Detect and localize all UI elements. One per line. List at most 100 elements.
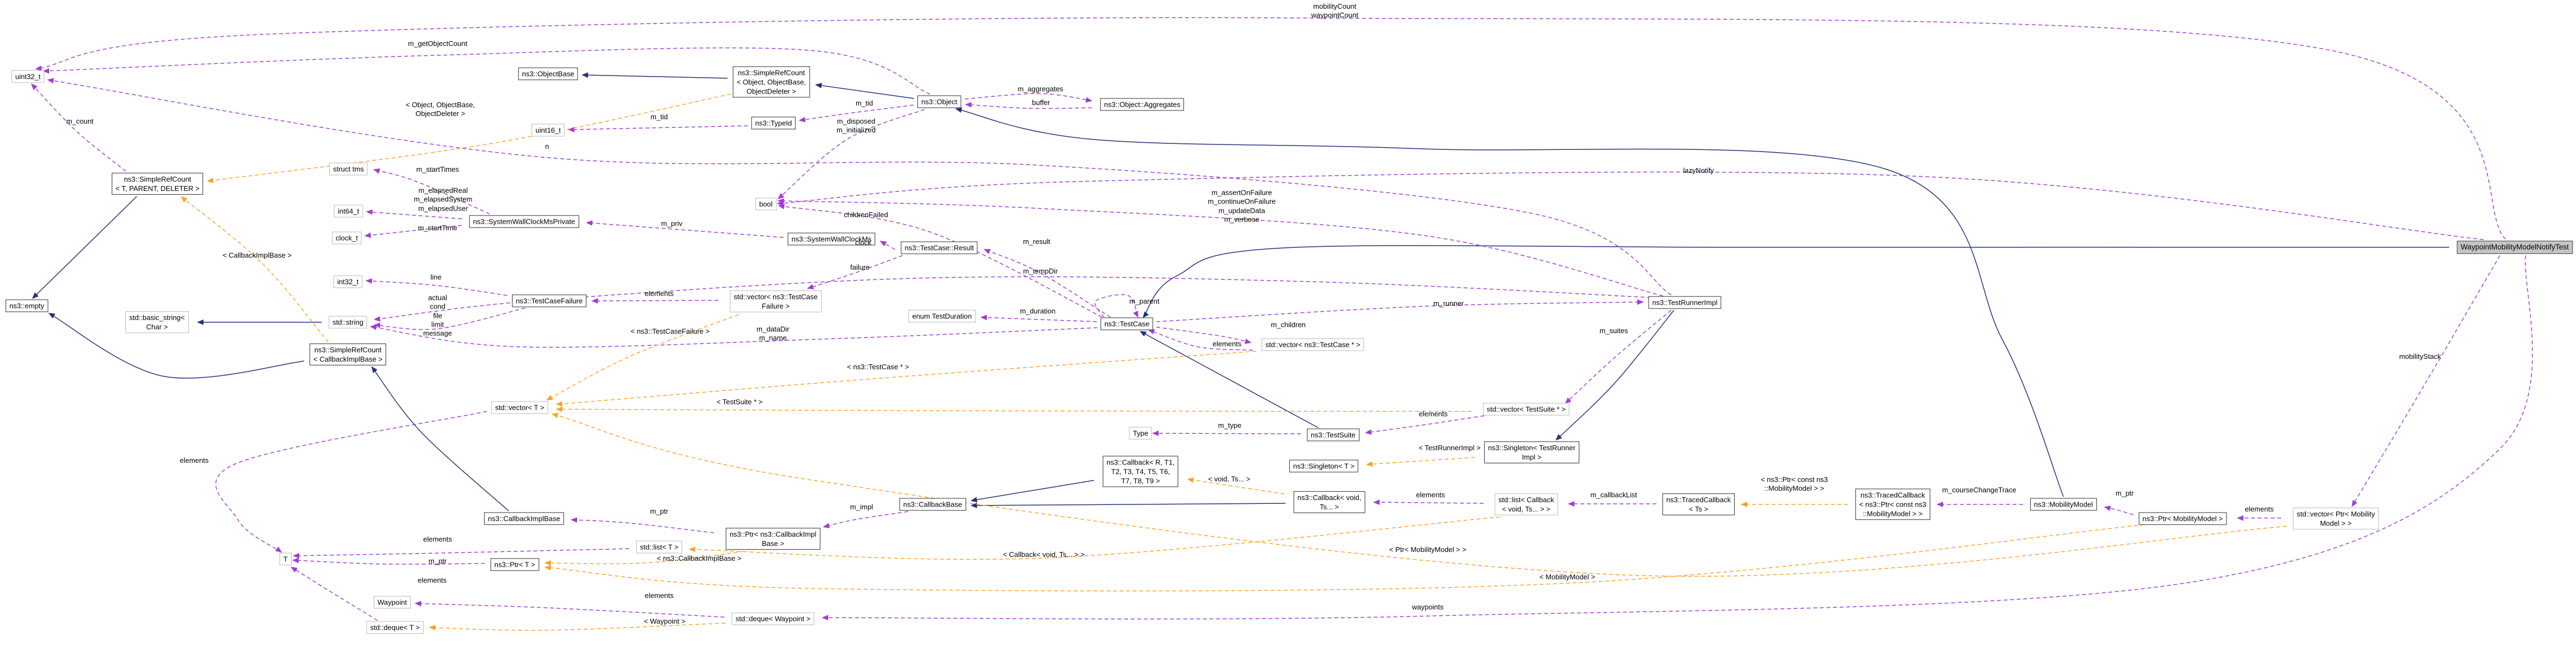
- node-bool[interactable]: bool: [755, 197, 777, 211]
- member-elements-dequewp: [415, 601, 725, 618]
- member-waypoints: [822, 255, 2533, 620]
- member-m_children: [1156, 327, 1252, 344]
- inherit-srccib-empty: [48, 313, 305, 379]
- node-singleton-t[interactable]: ns3::Singleton< T >: [1289, 460, 1359, 473]
- member-elements-listcb: [1373, 499, 1484, 505]
- node-empty[interactable]: ns3::empty: [5, 299, 48, 312]
- node-int32[interactable]: int32_t: [333, 275, 363, 288]
- node-singleton-tri[interactable]: ns3::Singleton< TestRunner Impl >: [1484, 441, 1579, 464]
- member-m_result: [984, 249, 1111, 318]
- node-wmmnt[interactable]: WaypointMobilityModelNotifyTest: [2457, 241, 2573, 254]
- node-type[interactable]: Type: [1129, 427, 1153, 440]
- node-stdstring[interactable]: std::string: [328, 316, 368, 329]
- node-typeid[interactable]: ns3::TypeId: [751, 117, 796, 130]
- node-ptr-cib[interactable]: ns3::Ptr< ns3::CallbackImpl Base >: [725, 527, 821, 550]
- node-callback-r[interactable]: ns3::Callback< R, T1, T2, T3, T4, T5, T6…: [1102, 456, 1179, 487]
- member-n: [47, 78, 1672, 295]
- node-testcase[interactable]: ns3::TestCase: [1100, 317, 1154, 330]
- node-tcf[interactable]: ns3::TestCaseFailure: [511, 294, 587, 307]
- node-ptr-mm[interactable]: ns3::Ptr< MobilityModel >: [2138, 512, 2227, 525]
- template-vects: [556, 406, 1472, 412]
- member-m_ptr-t: [292, 557, 485, 565]
- inherit-wmmnt-testcase: [1142, 245, 2450, 318]
- member-m_startTimes: [373, 168, 490, 214]
- node-testsuite[interactable]: ns3::TestSuite: [1307, 428, 1359, 441]
- member-m_dataDir: [370, 324, 1111, 348]
- node-list-callback[interactable]: std::list< Callback < void, Ts... > >: [1495, 493, 1558, 516]
- member-m_runner: [1156, 299, 1644, 322]
- node-deque-wp[interactable]: std::deque< Waypoint >: [731, 612, 815, 625]
- member-clock: [880, 241, 896, 250]
- inherit-mobilitymodel-object: [955, 107, 2064, 497]
- inherit-callbackvoid-callbackbase: [970, 502, 1286, 508]
- node-cib[interactable]: ns3::CallbackImplBase: [484, 512, 565, 525]
- node-src-tpd[interactable]: ns3::SimpleRefCount < T, PARENT, DELETER…: [112, 172, 203, 195]
- member-elements-vectort: [215, 411, 487, 553]
- member-elements-dequet: [290, 566, 378, 621]
- member-elements-vectc: [1148, 329, 1253, 351]
- node-list-t[interactable]: std::list< T >: [636, 541, 683, 554]
- inherit-testsuite-testcase: [1139, 331, 1319, 428]
- node-callbackbase[interactable]: ns3::CallbackBase: [899, 498, 966, 511]
- member-m_tid-object: [799, 104, 914, 123]
- node-uint16[interactable]: uint16_t: [531, 124, 565, 137]
- inherit-object-srcobj: [815, 83, 915, 99]
- member-m_elapsed: [366, 209, 462, 219]
- member-m_type: [1152, 431, 1301, 437]
- member-actual: [374, 307, 526, 330]
- node-objectbase[interactable]: ns3::ObjectBase: [518, 67, 578, 80]
- node-vector-t[interactable]: std::vector< T >: [491, 401, 548, 414]
- node-vec-tcf[interactable]: std::vector< ns3::TestCase Failure >: [730, 290, 822, 313]
- node-ptr-t[interactable]: ns3::Ptr< T >: [490, 558, 539, 571]
- member-childrenFailed: [778, 204, 1108, 321]
- member-failure: [807, 255, 903, 289]
- node-basicstr[interactable]: std::basic_string< Char >: [125, 311, 189, 334]
- node-int64[interactable]: int64_t: [334, 205, 363, 218]
- template-listcb: [689, 516, 1501, 560]
- node-callback-void[interactable]: ns3::Callback< void, Ts... >: [1293, 491, 1365, 514]
- member-mobilityStack: [2351, 255, 2501, 507]
- member-elements-vects: [1365, 415, 1485, 435]
- node-tms[interactable]: struct tms: [329, 162, 368, 176]
- node-aggregates[interactable]: ns3::Object::Aggregates: [1100, 98, 1184, 111]
- member-elements-listt: [293, 548, 630, 559]
- template-vectcf: [546, 314, 739, 400]
- inherit-callbackr-callbackbase: [970, 480, 1095, 503]
- node-runner[interactable]: ns3::TestRunnerImpl: [1648, 296, 1722, 309]
- member-lazyNotify: [777, 171, 2484, 240]
- member-mobilityCount: [35, 17, 2506, 240]
- member-m_tid-typeid: [568, 125, 748, 132]
- node-tcresult[interactable]: ns3::TestCase::Result: [900, 241, 978, 254]
- node-src-cib[interactable]: ns3::SimpleRefCount < CallbackImplBase >: [309, 343, 387, 366]
- node-clock[interactable]: clock_t: [332, 231, 362, 245]
- node-object[interactable]: ns3::Object: [917, 95, 961, 108]
- node-uint32[interactable]: uint32_t: [11, 70, 45, 83]
- node-enum-td[interactable]: enum TestDuration: [908, 310, 976, 323]
- node-tracedcb-ptr[interactable]: ns3::TracedCallback < ns3::Ptr< const ns…: [1855, 489, 1930, 520]
- node-src-obj[interactable]: ns3::SimpleRefCount < Object, ObjectBase…: [732, 66, 810, 98]
- node-vec-tc[interactable]: std::vector< ns3::TestCase * >: [1261, 338, 1364, 351]
- node-tracedcb-ts[interactable]: ns3::TracedCallback < Ts >: [1662, 493, 1735, 516]
- template-srccib-srctpd: [181, 196, 329, 342]
- node-swcm[interactable]: ns3::SystemWallClockMs: [787, 233, 876, 246]
- member-m_priv: [586, 220, 784, 238]
- node-mobilitymodel[interactable]: ns3::MobilityModel: [2030, 498, 2097, 511]
- node-vec-ptr-mm[interactable]: std::vector< Ptr< Mobility Model > >: [2293, 507, 2379, 530]
- member-m_impl: [823, 511, 909, 528]
- member-m_startTime: [364, 225, 462, 238]
- template-singleton: [1366, 457, 1475, 467]
- inherit-srcobj-objectbase: [582, 72, 728, 79]
- template-ptrmm: [544, 524, 2145, 591]
- node-vec-ts[interactable]: std::vector< TestSuite * >: [1482, 403, 1570, 416]
- member-m_getObjectCount: [43, 47, 931, 95]
- inherit-runner-singletontri: [1555, 310, 1674, 441]
- member-m_aggregates: [964, 93, 1092, 103]
- node-deque-t[interactable]: std::deque< T >: [366, 621, 424, 634]
- node-swcmp[interactable]: ns3::SystemWallClockMsPrivate: [469, 215, 579, 228]
- member-line: [365, 278, 508, 296]
- member-m_disposed: [777, 109, 925, 200]
- node-t[interactable]: T: [280, 553, 292, 566]
- node-waypoint[interactable]: Waypoint: [374, 596, 411, 609]
